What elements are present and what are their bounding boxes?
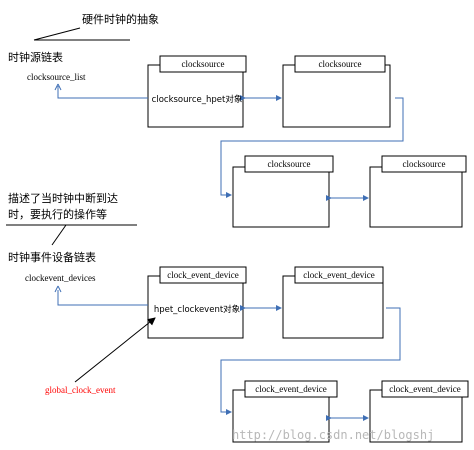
clockevent-node-4 bbox=[369, 380, 469, 443]
link-clockevent-2-3 bbox=[220, 307, 401, 415]
link-head-to-clocksource-1 bbox=[57, 86, 148, 99]
watermark: http://blog.csdn.net/blogshj bbox=[232, 428, 435, 442]
clockevent-node-1 bbox=[147, 266, 247, 339]
clocksource-3-title: clocksource bbox=[267, 159, 311, 169]
clocksource-links bbox=[54, 83, 404, 201]
link-clocksource-2-3 bbox=[220, 97, 404, 198]
leader-event-description bbox=[51, 224, 67, 246]
global-clock-event-pointer bbox=[74, 317, 156, 383]
annotation-clocksource-list: 时钟源链表 bbox=[8, 51, 63, 64]
clockevent-4-title: clock_event_device bbox=[389, 384, 461, 394]
annotation-event-description-1: 描述了当时钟中断到达 bbox=[8, 192, 118, 205]
head-clocksource-list: clocksource_list bbox=[27, 72, 86, 82]
clockevent-2-title: clock_event_device bbox=[303, 270, 375, 280]
clockevent-links bbox=[54, 285, 401, 421]
clocksource-2-title: clocksource bbox=[318, 59, 362, 69]
clockevent-1-body: hpet_clockevent对象 bbox=[153, 305, 241, 315]
annotation-clockevent-list: 时钟事件设备链表 bbox=[8, 251, 96, 264]
clocksource-node-3 bbox=[232, 155, 334, 228]
clockevent-1-title: clock_event_device bbox=[167, 270, 239, 280]
head-global-clock-event: global_clock_event bbox=[45, 385, 116, 395]
link-head-to-clockevent-1 bbox=[57, 290, 148, 306]
clocksource-4-title: clocksource bbox=[402, 159, 446, 169]
link-head-arrow-2 bbox=[54, 285, 59, 293]
clockevent-node-2 bbox=[282, 266, 384, 339]
clocksource-1-body: clocksource_hpet对象 bbox=[151, 95, 243, 105]
annotation-event-description-2: 时，要执行的操作等 bbox=[8, 208, 107, 221]
annotation-hardware-abstraction: 硬件时钟的抽象 bbox=[82, 13, 159, 26]
leader-hardware-abstraction bbox=[33, 27, 81, 41]
clocksource-node-1 bbox=[147, 55, 247, 128]
clocksource-node-4 bbox=[369, 155, 467, 228]
link-head-arrow bbox=[54, 83, 59, 91]
clocksource-1-title: clocksource bbox=[181, 59, 225, 69]
clockevent-3-title: clock_event_device bbox=[255, 384, 327, 394]
clockevent-node-3 bbox=[232, 380, 338, 443]
clocksource-node-2 bbox=[282, 55, 391, 128]
annotation-lines bbox=[6, 27, 137, 246]
head-clockevent-devices: clockevent_devices bbox=[25, 273, 96, 283]
